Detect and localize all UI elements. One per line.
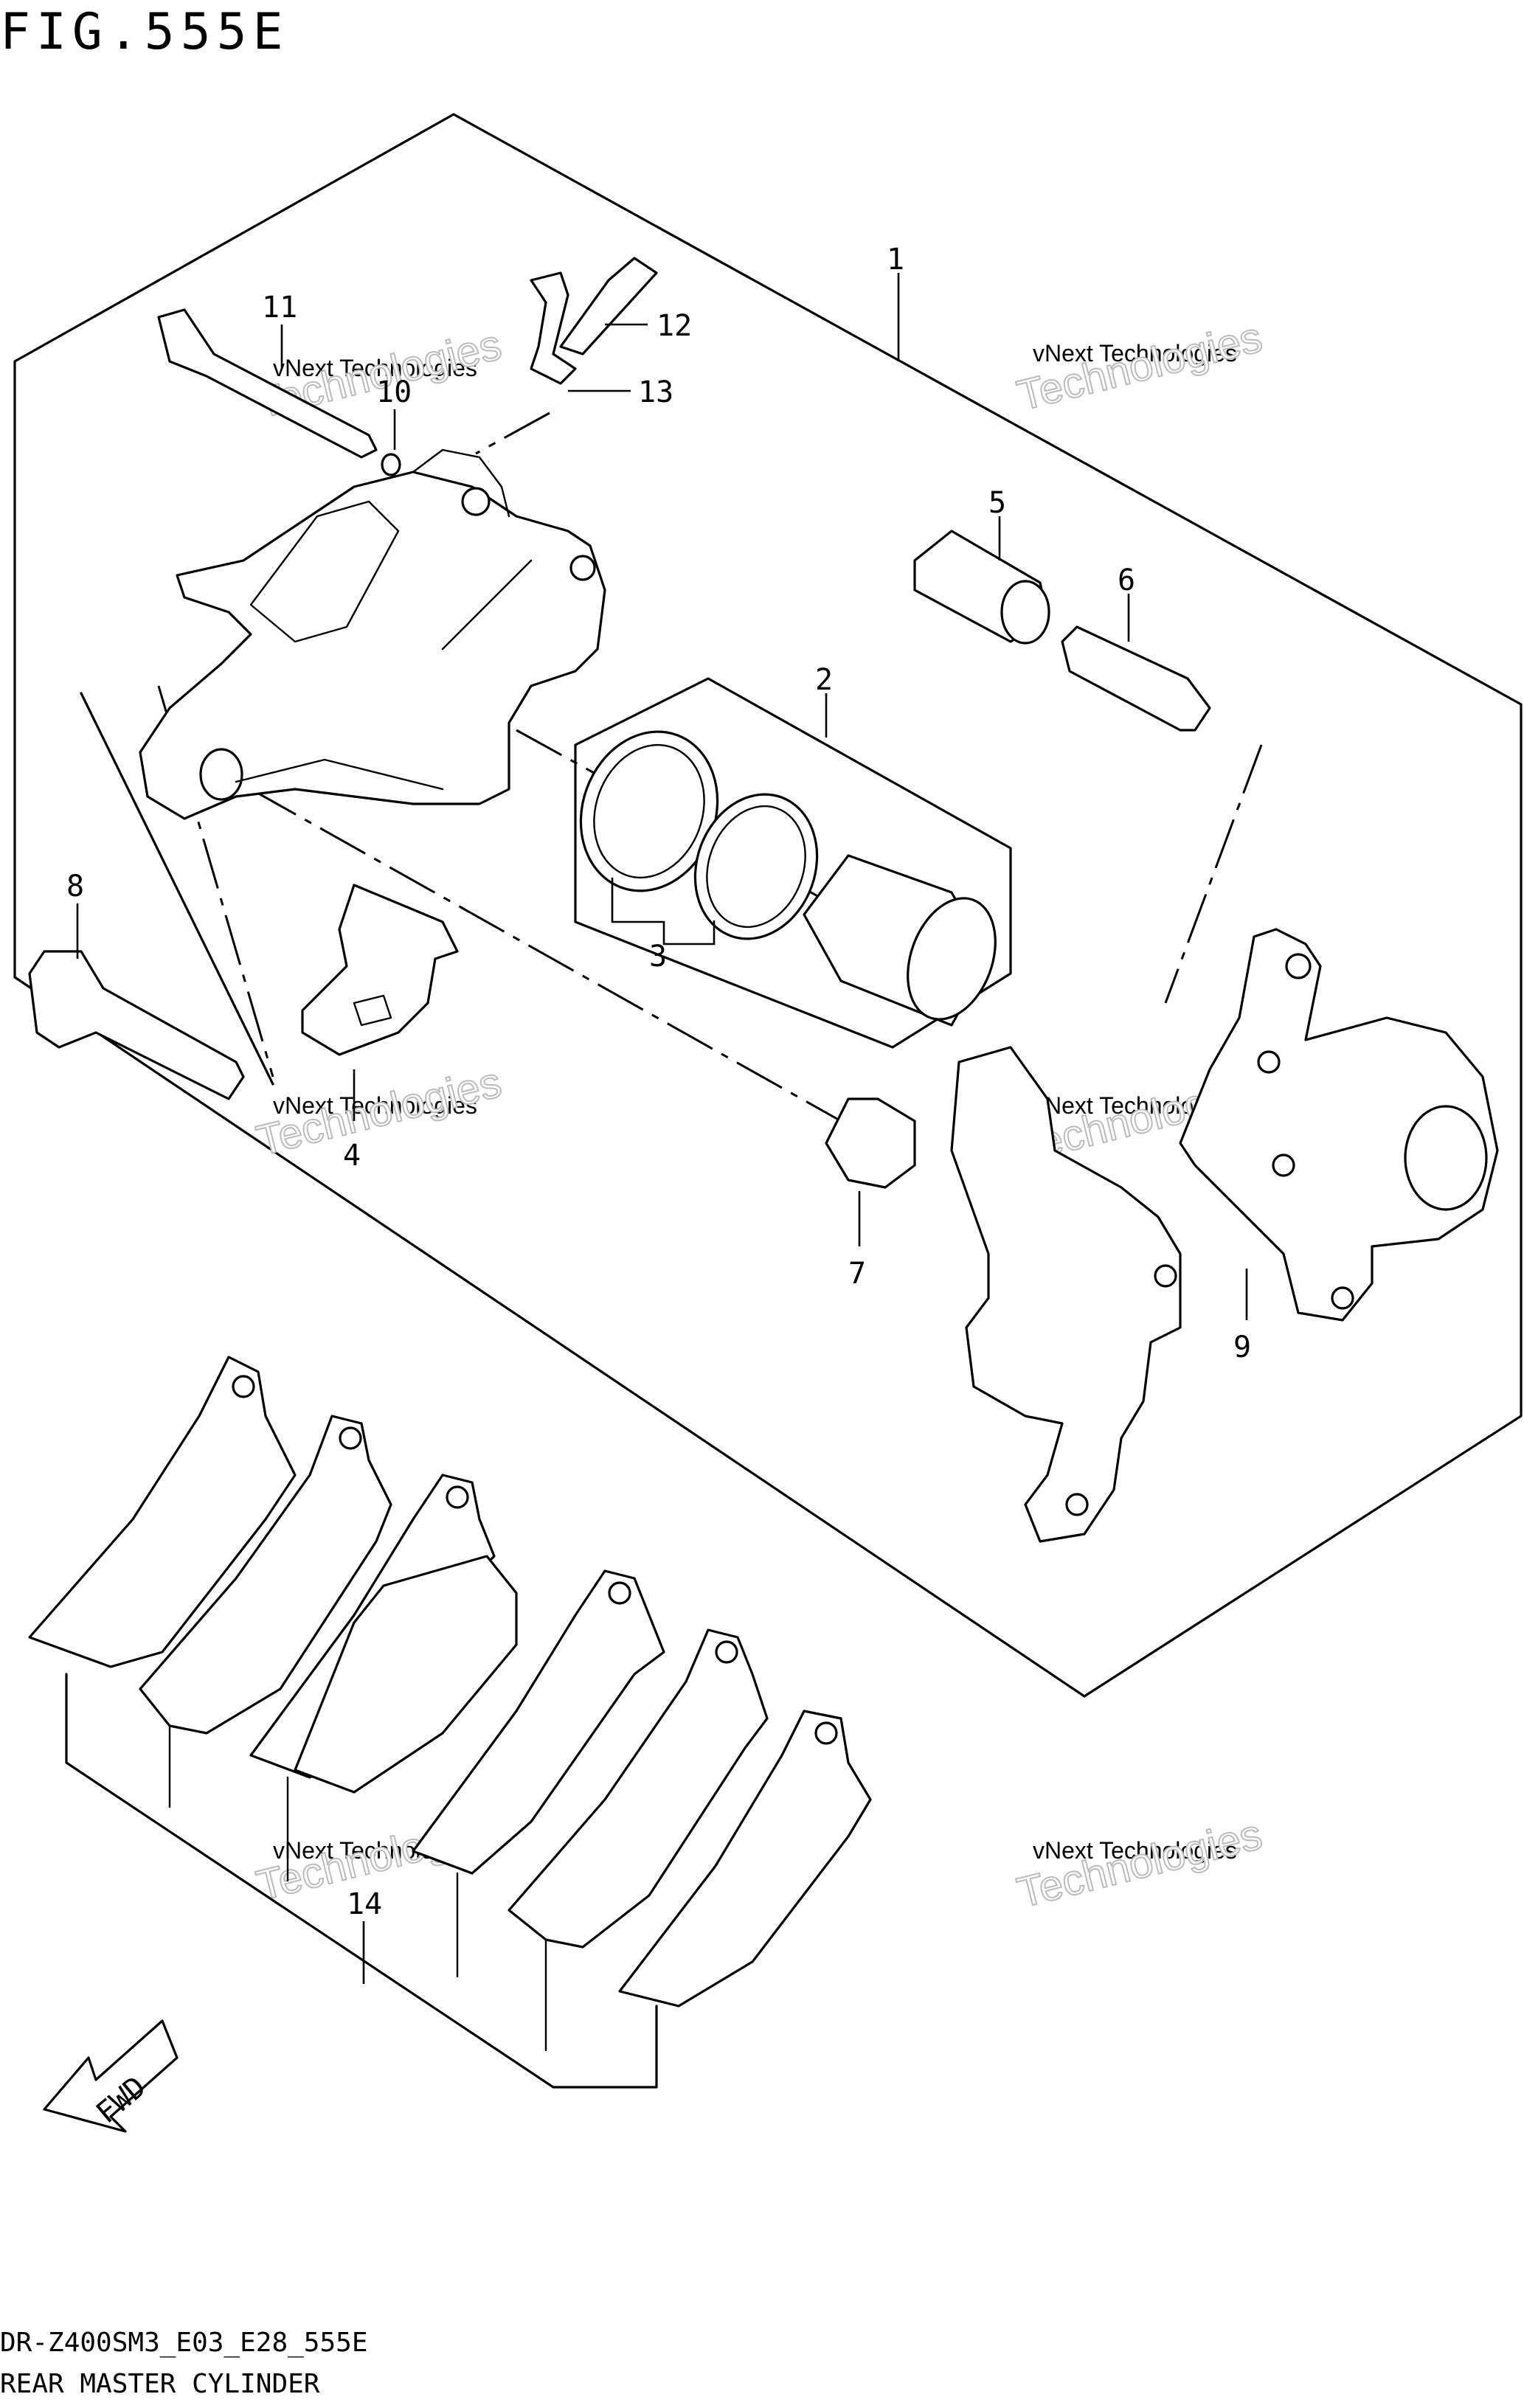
callout-11: 11 bbox=[262, 291, 297, 325]
leader-line bbox=[611, 878, 716, 945]
pin-boot bbox=[825, 1097, 916, 1189]
pin-bolt bbox=[157, 308, 378, 459]
watermark: vNext Technologies Technologies bbox=[252, 1058, 507, 1166]
svg-text:Technologies: Technologies bbox=[252, 1058, 506, 1165]
pad-spring bbox=[301, 884, 459, 1056]
assembly-outline bbox=[13, 113, 1523, 1698]
slide-pin bbox=[1061, 625, 1211, 732]
watermark: vNext Technologies Technologies bbox=[1012, 1809, 1267, 1918]
svg-text:vNext Technologies: vNext Technologies bbox=[273, 1092, 477, 1119]
svg-text:Technologies: Technologies bbox=[1013, 313, 1267, 420]
callout-4: 4 bbox=[343, 1139, 361, 1173]
axis-line bbox=[250, 788, 842, 1123]
bleeder-valve bbox=[559, 257, 658, 355]
piston-group-box bbox=[574, 677, 1012, 1049]
callout-12: 12 bbox=[657, 309, 692, 343]
brake-pads bbox=[28, 1356, 872, 2089]
callout-14: 14 bbox=[347, 1887, 382, 1921]
figure-caption: REAR MASTER CYLINDER bbox=[0, 2369, 320, 2399]
seal-ring bbox=[693, 793, 819, 940]
callout-7: 7 bbox=[848, 1257, 866, 1291]
svg-text:Technologies: Technologies bbox=[1013, 1810, 1267, 1917]
model-code: DR-Z400SM3_E03_E28_555E bbox=[0, 2328, 368, 2358]
callout-8: 8 bbox=[66, 870, 84, 903]
union-bolt bbox=[530, 271, 577, 385]
fwd-arrow-icon: FWD bbox=[43, 2019, 179, 2133]
caliper-pin bbox=[28, 950, 245, 1100]
figure-title: FIG.555E bbox=[0, 3, 289, 61]
callout-5: 5 bbox=[988, 486, 1006, 520]
callout-6: 6 bbox=[1118, 563, 1135, 597]
callout-1: 1 bbox=[887, 243, 904, 277]
callout-10: 10 bbox=[376, 375, 412, 409]
svg-text:vNext Technologies: vNext Technologies bbox=[1033, 340, 1237, 367]
caliper-body bbox=[139, 448, 606, 820]
caliper-bracket bbox=[950, 928, 1499, 1543]
o-ring bbox=[381, 453, 401, 476]
svg-text:vNext Technologies: vNext Technologies bbox=[273, 355, 477, 381]
axis-line bbox=[475, 412, 550, 455]
callout-13: 13 bbox=[638, 375, 673, 409]
callout-2: 2 bbox=[815, 663, 833, 697]
watermark: vNext Technologies Technologies bbox=[1012, 312, 1267, 420]
axis-line bbox=[1164, 744, 1263, 1004]
axis-line bbox=[80, 692, 274, 1086]
callout-9: 9 bbox=[1233, 1330, 1251, 1364]
callout-3: 3 bbox=[649, 940, 667, 974]
svg-text:vNext Technologies: vNext Technologies bbox=[1033, 1837, 1237, 1864]
